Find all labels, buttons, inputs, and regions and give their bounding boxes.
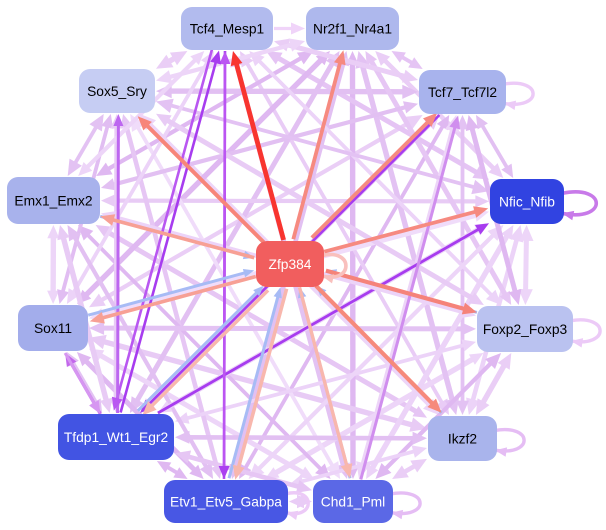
svg-text:Emx1_Emx2: Emx1_Emx2 [14, 194, 92, 209]
svg-text:Ikzf2: Ikzf2 [448, 432, 477, 447]
svg-text:Zfp384: Zfp384 [269, 257, 312, 272]
svg-text:Foxp2_Foxp3: Foxp2_Foxp3 [483, 322, 568, 337]
svg-text:Etv1_Etv5_Gabpa: Etv1_Etv5_Gabpa [170, 495, 282, 510]
svg-text:Nfic_Nfib: Nfic_Nfib [499, 195, 555, 210]
svg-text:Chd1_Pml: Chd1_Pml [321, 495, 385, 510]
svg-text:Sox11: Sox11 [34, 321, 72, 336]
svg-text:Tcf7_Tcf7l2: Tcf7_Tcf7l2 [428, 85, 497, 100]
svg-text:Nr2f1_Nr4a1: Nr2f1_Nr4a1 [313, 22, 392, 37]
svg-text:Sox5_Sry: Sox5_Sry [87, 84, 147, 99]
svg-text:Tcf4_Mesp1: Tcf4_Mesp1 [190, 22, 264, 37]
svg-text:Tfdp1_Wt1_Egr2: Tfdp1_Wt1_Egr2 [64, 430, 168, 445]
